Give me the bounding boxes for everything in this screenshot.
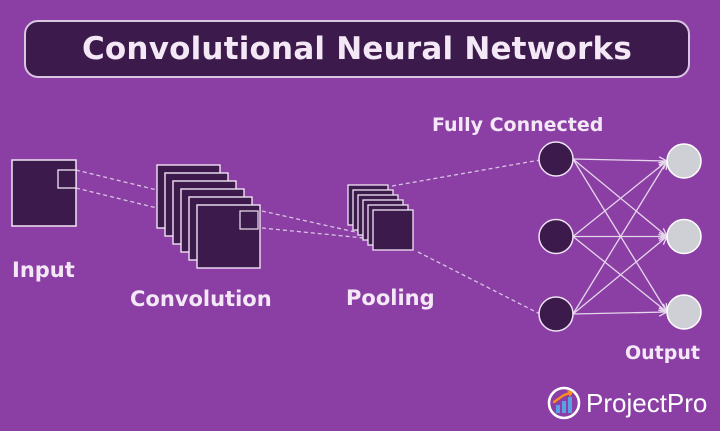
fully-connected-edges [572, 156, 669, 317]
pooling-stack [347, 184, 414, 251]
bar-chart-arrow-logo-icon [547, 386, 581, 420]
fc-connection [572, 158, 668, 162]
diagram-title: Convolutional Neural Networks [81, 31, 632, 67]
connector-conv-pool-bottom [261, 227, 365, 239]
fc-connection [572, 235, 668, 313]
brand-logo: ProjectPro [546, 383, 716, 423]
input-label: Input [12, 258, 75, 282]
fc-connection [572, 311, 668, 315]
fc-connection [572, 160, 668, 238]
pooling-label: Pooling [346, 286, 435, 310]
fully-connected-node [538, 141, 574, 177]
fully-connected-label: Fully Connected [432, 114, 604, 136]
fully-connected-nodes [538, 141, 574, 332]
convolution-receptive-field [239, 210, 259, 230]
fc-connection [572, 160, 668, 315]
fc-connection [572, 235, 668, 315]
connector-conv-pool-top [261, 210, 365, 235]
convolution-stack [156, 164, 261, 269]
input-receptive-field [57, 169, 77, 189]
output-node [666, 143, 702, 179]
dashed-connectors [75, 159, 541, 315]
pooling-feature-map [372, 209, 414, 251]
convolution-label: Convolution [130, 287, 272, 311]
fully-connected-node [538, 296, 574, 332]
output-node [666, 218, 702, 255]
connector-pool-fc-bottom [417, 251, 541, 315]
fully-connected-node [538, 218, 574, 255]
fc-connection [572, 158, 668, 238]
title-banner: Convolutional Neural Networks [24, 20, 690, 78]
brand-name: ProjectPro [586, 387, 708, 418]
input-layer [11, 159, 77, 227]
output-label: Output [625, 342, 700, 364]
output-node [666, 294, 702, 330]
output-nodes [666, 143, 702, 330]
fc-connection [572, 158, 668, 313]
connector-pool-fc-top [391, 159, 541, 187]
